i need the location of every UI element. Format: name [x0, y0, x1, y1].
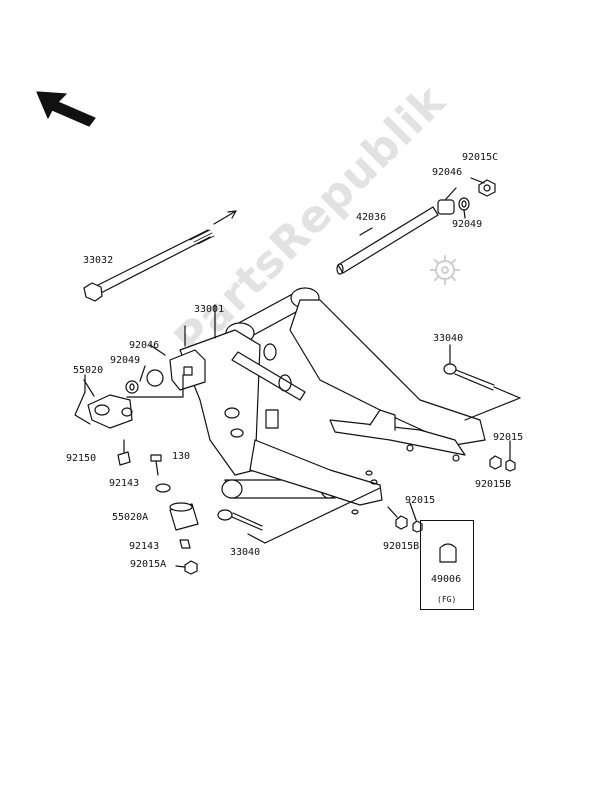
- label-33032: 33032: [83, 255, 114, 266]
- label-92015-middle: 92015: [405, 495, 436, 506]
- adjuster-bolt-right: [443, 344, 521, 421]
- fastener-group-left: [117, 439, 199, 575]
- label-92015C: 92015C: [462, 152, 499, 163]
- label-33001: 33001: [194, 304, 225, 315]
- label-33040-bottom: 33040: [230, 547, 261, 558]
- label-92150: 92150: [66, 453, 97, 464]
- nuts-middle: [387, 502, 423, 533]
- label-130: 130: [172, 451, 191, 462]
- bearing-set-left: [125, 325, 206, 398]
- bearing-set-top: [437, 177, 496, 219]
- label-92015B-middle: 92015B: [383, 541, 420, 552]
- label-92049-left: 92049: [110, 355, 141, 366]
- label-fg: (FG): [437, 595, 457, 604]
- pivot-shaft: [83, 210, 237, 302]
- label-49006: 49006: [431, 574, 462, 585]
- swingarm-body: [179, 287, 486, 515]
- label-92143-b: 92143: [129, 541, 160, 552]
- label-33040-right: 33040: [433, 333, 464, 344]
- front-direction-arrow-icon: [36, 91, 96, 127]
- cap-49006: [439, 543, 457, 563]
- nuts-right: [489, 440, 516, 472]
- gear-icon: [430, 255, 460, 285]
- clamp-55020: [74, 374, 133, 429]
- label-42036: 42036: [356, 212, 387, 223]
- label-92046-left: 92046: [129, 340, 160, 351]
- label-92046-top: 92046: [432, 167, 463, 178]
- adjuster-bolt-lower: [217, 487, 381, 544]
- label-55020A: 55020A: [112, 512, 149, 523]
- fg-part-box: [420, 520, 474, 610]
- label-92015B-right: 92015B: [475, 479, 512, 490]
- label-92143-a: 92143: [109, 478, 140, 489]
- label-92015-right: 92015: [493, 432, 524, 443]
- label-92015A: 92015A: [130, 559, 167, 570]
- collar-tube: [336, 206, 439, 275]
- label-92049-top: 92049: [452, 219, 483, 230]
- label-55020: 55020: [73, 365, 104, 376]
